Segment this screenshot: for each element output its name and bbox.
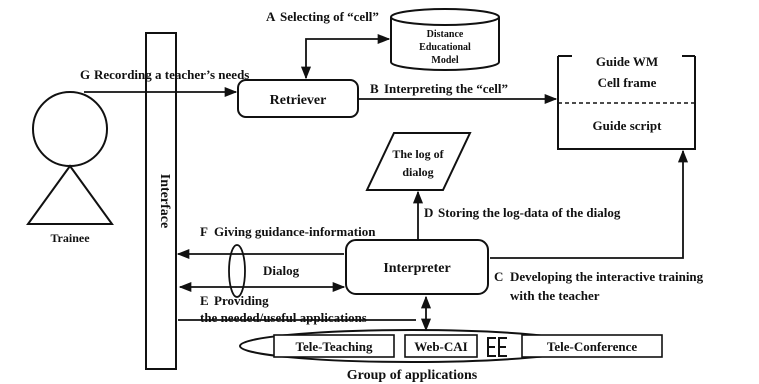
edge-a-label: Selecting of “cell”: [280, 9, 379, 24]
edge-c-marker: C: [494, 269, 503, 284]
guide-wm-title: Guide WM: [596, 54, 658, 69]
edge-f-marker: F: [200, 224, 208, 239]
edge-g-label: Recording a teacher’s needs: [94, 67, 249, 82]
edge-b-marker: B: [370, 81, 379, 96]
edge-a-marker: A: [266, 9, 276, 24]
interface-bar: [145, 32, 177, 370]
trainee-label: Trainee: [50, 231, 90, 245]
edge-d-label: Storing the log-data of the dialog: [438, 205, 621, 220]
tele-conference-box: [521, 334, 663, 358]
ee-connector-icon: [487, 337, 507, 357]
model-label-line3: Model: [431, 55, 458, 66]
edge-f-label: Giving guidance-information: [214, 224, 376, 239]
edge-c-line: [490, 149, 689, 259]
tele-teaching-label: Tele-Teaching: [295, 339, 373, 354]
edge-e-label-line1: Providing: [214, 293, 269, 308]
edge-c-label-line2: with the teacher: [510, 288, 600, 303]
edge-e-label-line2: the needed/useful applications: [200, 310, 367, 325]
model-label-line1: Distance: [427, 29, 464, 40]
edge-b-label: Interpreting the “cell”: [384, 81, 508, 96]
cell-frame-label: Cell frame: [598, 75, 657, 90]
guide-wm-box: [557, 55, 696, 150]
interpreter-label: Interpreter: [383, 261, 450, 276]
trainee-figure: [26, 91, 114, 225]
retriever-label: Retriever: [270, 93, 327, 108]
edge-d-marker: D: [424, 205, 433, 220]
log-label-line1: The log of: [392, 147, 444, 161]
web-cai-label: Web-CAI: [414, 339, 467, 354]
tele-teaching-box: [273, 334, 395, 358]
interpreter-box: [345, 239, 489, 295]
dialog-label: Dialog: [263, 263, 300, 278]
log-label-line2: dialog: [402, 165, 433, 179]
guide-script-label: Guide script: [593, 118, 663, 133]
edge-c-label-line1: Developing the interactive training: [510, 269, 704, 284]
distance-educational-model: [390, 8, 500, 71]
model-label-line2: Educational: [419, 42, 471, 53]
tele-conference-label: Tele-Conference: [547, 339, 637, 354]
dialog-ellipse: [228, 244, 246, 298]
web-cai-box: [404, 334, 478, 358]
edge-e-marker: E: [200, 293, 209, 308]
interface-label: Interface: [157, 174, 172, 228]
log-of-dialog-box: [365, 132, 472, 191]
group-of-applications-label: Group of applications: [347, 368, 478, 383]
edge-a-line: [300, 33, 391, 80]
edge-g-marker: G: [80, 67, 90, 82]
